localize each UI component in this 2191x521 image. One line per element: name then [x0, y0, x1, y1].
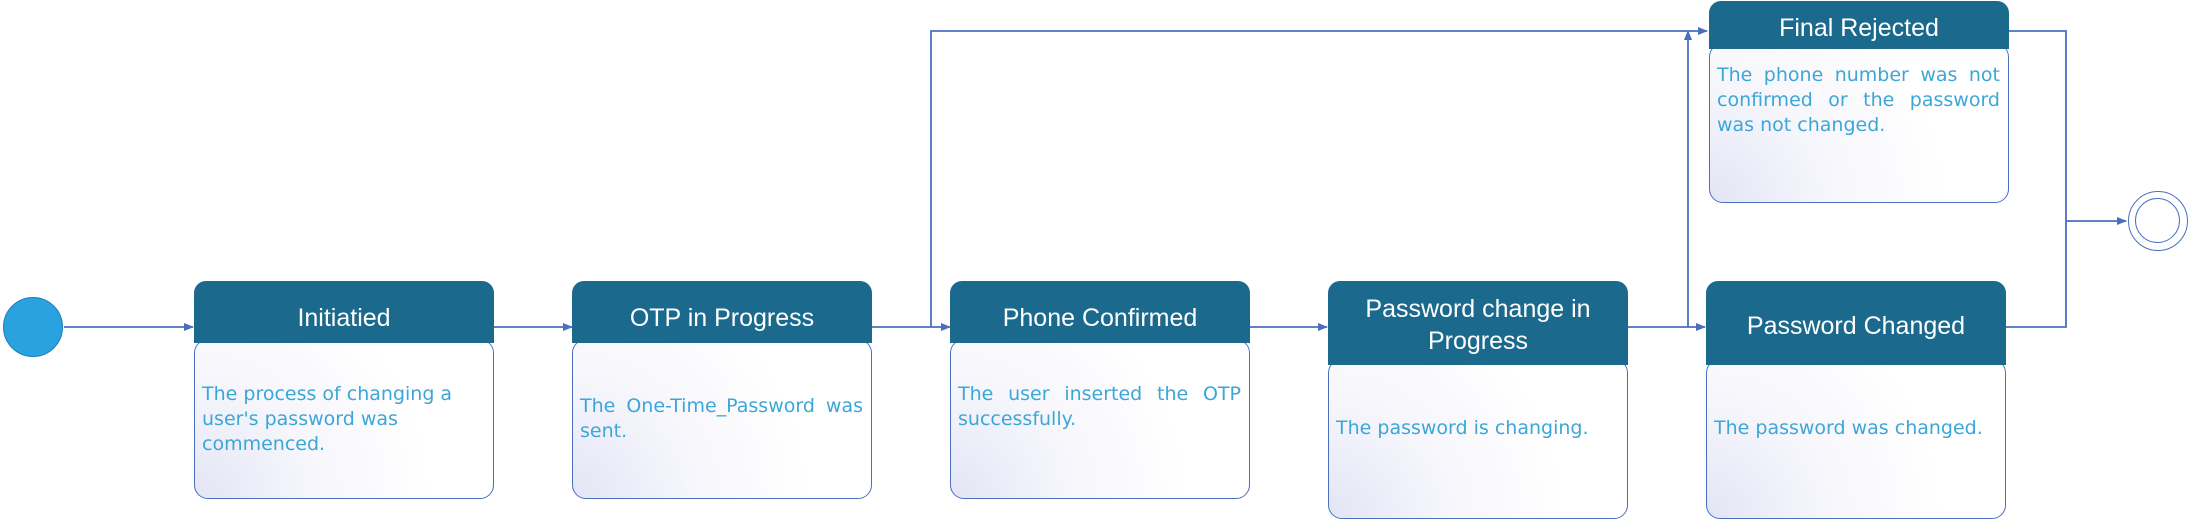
state-title: Password change in Progress: [1328, 281, 1628, 365]
state-password-changed: The password was changed. Password Chang…: [1706, 281, 2006, 519]
state-otp-in-progress: The One-Time_Password was sent. OTP in P…: [572, 281, 872, 499]
state-title: Initiatied: [194, 281, 494, 343]
state-initiated: The process of changing a user's passwor…: [194, 281, 494, 499]
state-description: The process of changing a user's passwor…: [202, 382, 453, 455]
initial-node: [3, 297, 63, 357]
state-phone-confirmed: The user inserted the OTP successfully. …: [950, 281, 1250, 499]
state-title: OTP in Progress: [572, 281, 872, 343]
state-description: The password was changed.: [1714, 416, 1983, 439]
arrow-otp-to-final-rejected: [930, 27, 1708, 327]
state-title: Phone Confirmed: [950, 281, 1250, 343]
final-node-inner-ring: [2135, 198, 2180, 243]
state-body: The user inserted the OTP successfully.: [950, 339, 1250, 499]
state-title: Password Changed: [1706, 281, 2006, 365]
state-description: The user inserted the OTP successfully.: [958, 382, 1241, 430]
state-title: Final Rejected: [1709, 1, 2009, 49]
final-node: [2128, 191, 2188, 251]
state-body: The password was changed.: [1706, 359, 2006, 519]
state-description: The phone number was not confirmed or th…: [1717, 64, 2000, 136]
state-password-change-in-progress: The password is changing. Password chang…: [1328, 281, 1628, 519]
state-body: The phone number was not confirmed or th…: [1709, 43, 2009, 203]
state-body: The One-Time_Password was sent.: [572, 339, 872, 499]
arrow-final-rejected-to-end: [2009, 30, 2127, 225]
arrow-password-changed-to-end: [2006, 221, 2067, 328]
state-body: The process of changing a user's passwor…: [194, 339, 494, 499]
state-body: The password is changing.: [1328, 359, 1628, 519]
state-final-rejected: The phone number was not confirmed or th…: [1709, 1, 2009, 203]
state-description: The One-Time_Password was sent.: [580, 395, 863, 442]
state-description: The password is changing.: [1336, 416, 1589, 439]
